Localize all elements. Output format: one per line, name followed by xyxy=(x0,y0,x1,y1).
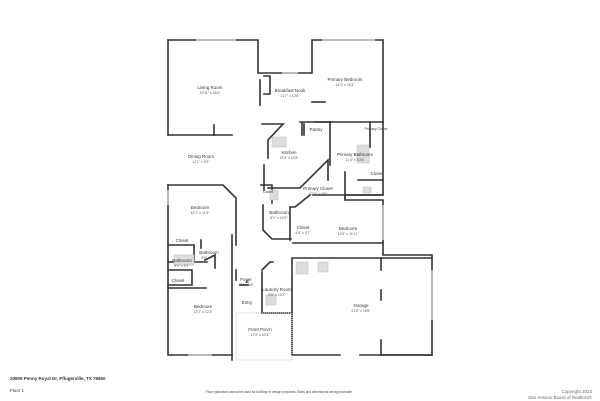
room-closet-primary: Closet xyxy=(370,171,384,176)
room-closet-kitchen: Closet xyxy=(263,190,273,194)
room-closet-lower: Closet xyxy=(171,278,185,283)
copyright-line-2: San Antonio Board of Realtors® xyxy=(528,395,592,400)
property-address: 20805 Penny Royal Dr, Pflugerville, TX 7… xyxy=(10,376,106,381)
room-entry: Entry xyxy=(241,300,253,305)
floor-label: Floor 1 xyxy=(10,388,25,393)
room-primary-closet-small: Primary Closet xyxy=(364,127,388,131)
room-pantry: Pantry xyxy=(309,127,323,132)
copyright: Copyright 2023 San Antonio Board of Real… xyxy=(528,389,592,401)
disclaimer: Floor plans/tour cannot be used for buil… xyxy=(206,390,353,394)
copyright-line-1: Copyright 2023 xyxy=(561,389,592,394)
room-closet-left: Closet xyxy=(175,238,189,243)
